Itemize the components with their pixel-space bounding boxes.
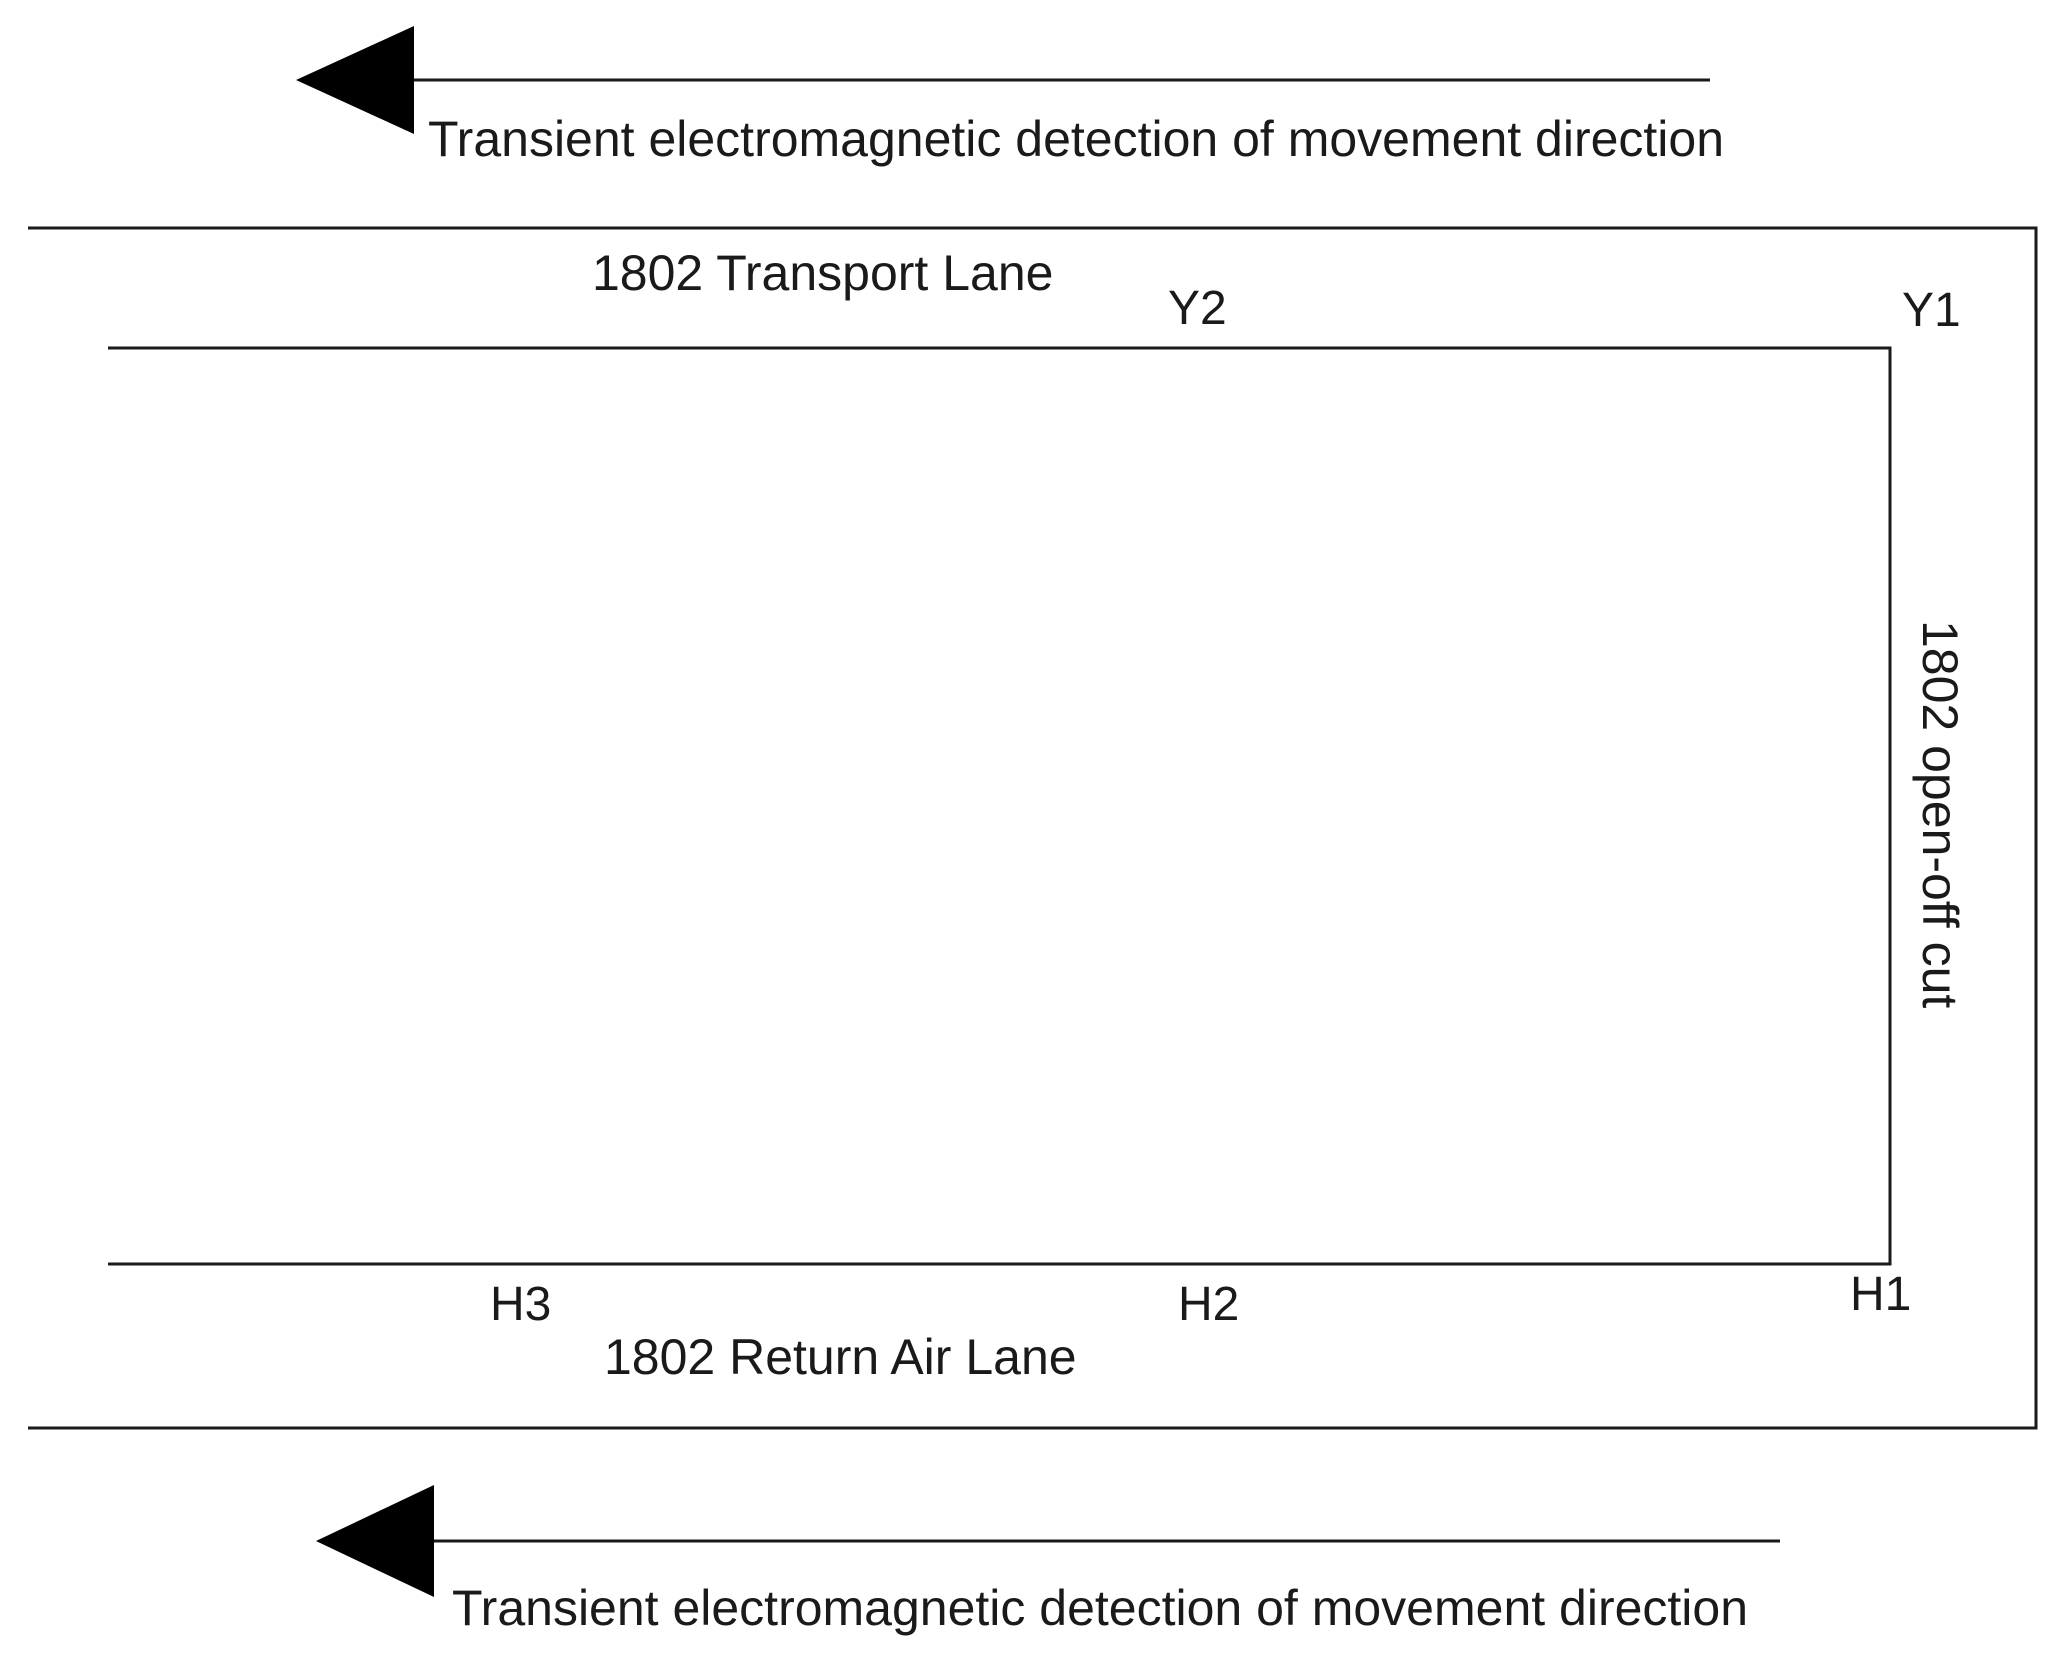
top-direction-label: Transient electromagnetic detection of m… bbox=[428, 111, 1724, 167]
bottom-direction-label: Transient electromagnetic detection of m… bbox=[452, 1580, 1748, 1636]
point-y1-label: Y1 bbox=[1902, 284, 1961, 337]
bottom-arrow-head bbox=[316, 1485, 434, 1597]
point-h3-label: H3 bbox=[490, 1278, 551, 1331]
top-arrow-head bbox=[296, 26, 414, 134]
point-h1-label: H1 bbox=[1850, 1268, 1911, 1321]
top-direction-arrow bbox=[296, 26, 1710, 134]
outer-roadway-boundary bbox=[28, 226, 2038, 1430]
point-y2-label: Y2 bbox=[1168, 282, 1227, 335]
open-off-cut-label: 1802 open-off cut bbox=[1912, 620, 1968, 1008]
transport-lane-label: 1802 Transport Lane bbox=[592, 245, 1053, 301]
bottom-direction-arrow bbox=[316, 1485, 1780, 1597]
return-air-lane-label: 1802 Return Air Lane bbox=[604, 1329, 1077, 1385]
inner-panel-boundary bbox=[108, 346, 1892, 1266]
point-h2-label: H2 bbox=[1178, 1278, 1239, 1331]
